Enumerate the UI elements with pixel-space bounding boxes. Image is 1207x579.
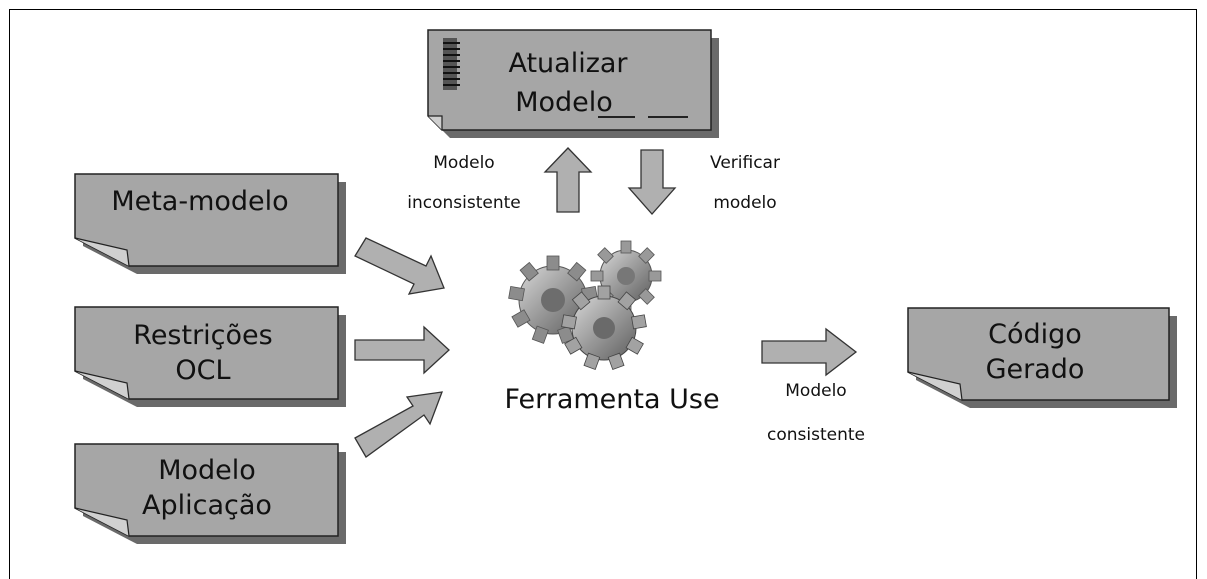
codigo-gerado-document: Código Gerado [907, 307, 1177, 408]
arrow-down-verificar [627, 149, 677, 215]
verificar-line1: Verificar [710, 153, 780, 173]
arrow-from-aplicacao [354, 391, 443, 458]
aplicacao-line1: Modelo [158, 455, 256, 486]
consistente-line1: Modelo [785, 381, 846, 401]
gears-icon [508, 240, 662, 371]
atualizar-line2: Modelo [515, 87, 613, 118]
meta-modelo-label: Meta-modelo [111, 186, 288, 217]
inconsistente-line1: Modelo [433, 153, 494, 173]
consistente-line2: consistente [767, 425, 865, 445]
modelo-aplicacao-document: Modelo Aplicação [74, 443, 346, 544]
meta-modelo-document: Meta-modelo [74, 173, 346, 274]
atualizar-line1: Atualizar [508, 48, 628, 79]
restricoes-line1: Restrições [133, 320, 272, 351]
spiral-binding-icon [443, 38, 460, 90]
inconsistente-line2: inconsistente [407, 193, 520, 213]
arrow-up-inconsistente [543, 147, 593, 213]
codigo-line2: Gerado [986, 354, 1085, 385]
verificar-line2: modelo [713, 193, 776, 213]
atualizar-modelo-document: Atualizar Modelo [427, 29, 719, 138]
diagram-frame [9, 9, 1197, 579]
ferramenta-use-label: Ferramenta Use [504, 384, 719, 415]
restricoes-line2: OCL [175, 355, 230, 386]
arrow-to-codigo [761, 327, 858, 377]
restricoes-ocl-document: Restrições OCL [74, 306, 346, 407]
arrow-from-restricoes [354, 325, 450, 375]
aplicacao-line2: Aplicação [142, 490, 272, 521]
codigo-line1: Código [988, 319, 1082, 350]
arrow-from-meta-modelo [354, 237, 445, 295]
